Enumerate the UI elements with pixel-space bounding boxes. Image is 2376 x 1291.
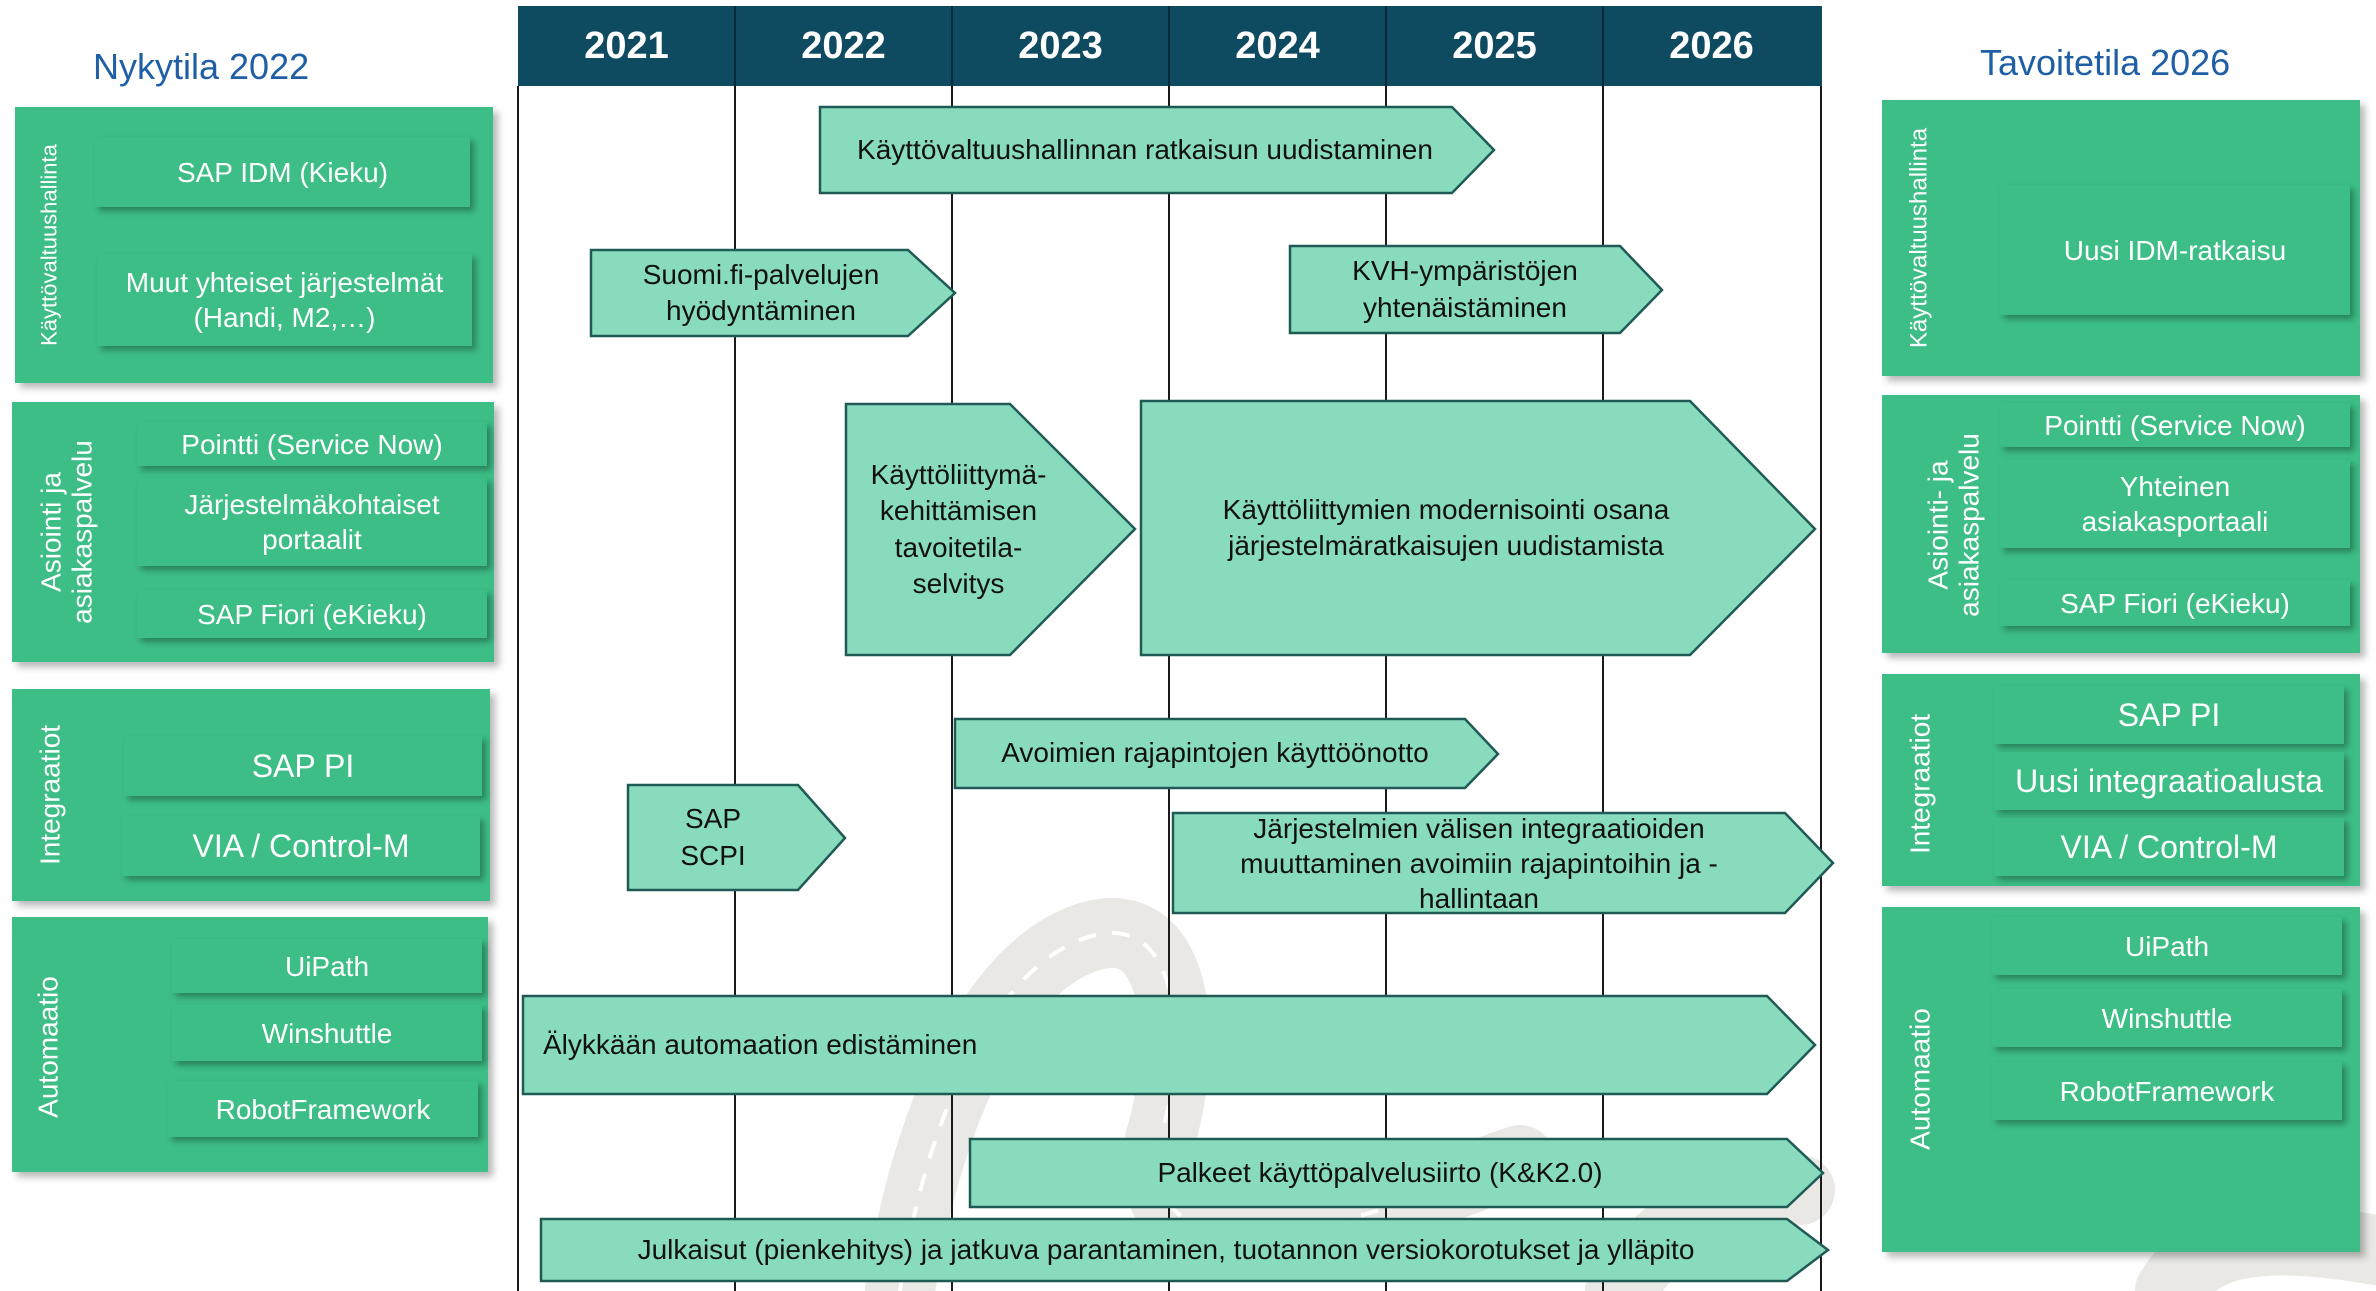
initiative-releases: Julkaisut (pienkehitys) ja jatkuva paran… (637, 1233, 1695, 1265)
arrow-palkeet (968, 1137, 1825, 1209)
timeline-border-left (517, 86, 519, 1291)
header-divider (1602, 6, 1604, 86)
left-via-control-m-box: VIA / Control-M (122, 816, 480, 876)
left-automation-panel: Automaatio UiPath Winshuttle RobotFramew… (12, 917, 488, 1172)
year-2025: 2025 (1452, 24, 1537, 67)
right-customer-portal-box: Yhteinen asiakasportaali (2000, 460, 2350, 548)
header-divider (1385, 6, 1387, 86)
left-service-panel: Asiointi ja asiakaspalvelu Pointti (Serv… (12, 402, 494, 662)
header-divider (1168, 6, 1170, 86)
arrow-suomifi (589, 248, 957, 338)
right-via-control-m-box: VIA / Control-M (1994, 818, 2344, 876)
timeline-border-right (1820, 86, 1822, 1291)
initiative-integration-change: Järjestelmien välisen integraatioiden mu… (1240, 812, 1718, 914)
initiative-access-renewal: Käyttövaltuushallinnan ratkaisun uudista… (857, 133, 1433, 165)
year-gridline (1385, 86, 1387, 1291)
header-divider (951, 6, 953, 86)
year-2024: 2024 (1235, 24, 1320, 67)
right-fiori-box: SAP Fiori (eKieku) (2000, 580, 2350, 626)
year-2022: 2022 (801, 24, 886, 67)
right-new-idm-box: Uusi IDM-ratkaisu (2000, 185, 2350, 315)
year-2023: 2023 (1018, 24, 1103, 67)
arrow-intelligent-automation (521, 994, 1817, 1096)
arrow-ui-modernization (1139, 399, 1817, 657)
left-uipath-box: UiPath (172, 939, 482, 993)
year-2026: 2026 (1669, 24, 1754, 67)
target-state-title: Tavoitetila 2026 (1980, 42, 2231, 83)
left-sap-idm-box: SAP IDM (Kieku) (95, 137, 470, 207)
right-sap-pi-box: SAP PI (1994, 686, 2344, 744)
year-2021: 2021 (584, 24, 669, 67)
left-other-systems-box: Muut yhteiset järjestelmät (Handi, M2,…) (97, 254, 472, 346)
right-winshuttle-box: Winshuttle (1992, 989, 2342, 1047)
right-new-integration-platform-box: Uusi integraatioalusta (1994, 752, 2344, 810)
year-gridline (1602, 86, 1604, 1291)
right-access-panel: Käyttövaltuushallinta Uusi IDM-ratkaisu (1882, 100, 2360, 376)
left-fiori-box: SAP Fiori (eKieku) (137, 590, 487, 638)
left-portals-box: Järjestelmäkohtaiset portaalit (137, 478, 487, 566)
right-service-panel: Asiointi- ja asiakaspalvelu Pointti (Ser… (1882, 395, 2360, 653)
arrow-integration-change (1171, 811, 1835, 915)
year-gridline (951, 86, 953, 1291)
left-winshuttle-box: Winshuttle (172, 1005, 482, 1061)
right-uipath-box: UiPath (1992, 917, 2342, 975)
year-gridline (1168, 86, 1170, 1291)
initiative-intelligent-automation: Älykkään automaation edistäminen (543, 1028, 978, 1060)
left-access-panel: Käyttövaltuushallinta SAP IDM (Kieku) Mu… (15, 107, 493, 383)
arrow-sap-scpi (626, 783, 847, 892)
current-state-title: Nykytila 2022 (93, 46, 310, 87)
initiative-suomifi: Suomi.fi-palvelujen hyödyntäminen (642, 258, 880, 326)
initiative-ui-target-study: Käyttöliittymä- kehittämisen tavoitetila… (870, 458, 1047, 599)
initiative-sap-scpi: SAP SCPI (680, 803, 746, 871)
header-divider (734, 6, 736, 86)
left-integration-panel: Integraatiot SAP PI VIA / Control-M (12, 689, 490, 901)
right-pointti-box: Pointti (Service Now) (2000, 403, 2350, 447)
initiative-kvh: KVH-ympäristöjen yhtenäistäminen (1352, 255, 1578, 323)
initiative-open-apis: Avoimien rajapintojen käyttöönotto (1001, 737, 1429, 769)
arrow-kvh (1288, 244, 1664, 335)
initiative-palkeet: Palkeet käyttöpalvelusiirto (K&K2.0) (1157, 1156, 1603, 1188)
arrow-open-apis (953, 717, 1500, 790)
left-robotframework-box: RobotFramework (168, 1081, 478, 1137)
right-integration-panel: Integraatiot SAP PI Uusi integraatioalus… (1882, 674, 2360, 886)
initiative-ui-modernization: Käyttöliittymien modernisointi osana jär… (1222, 493, 1670, 561)
right-robotframework-box: RobotFramework (1992, 1062, 2342, 1120)
arrow-releases (539, 1217, 1831, 1283)
year-gridline (734, 86, 736, 1291)
arrow-access-renewal (818, 105, 1496, 195)
left-sap-pi-box: SAP PI (124, 736, 482, 796)
left-pointti-box: Pointti (Service Now) (137, 422, 487, 466)
right-automation-panel: Automaatio UiPath Winshuttle RobotFramew… (1882, 907, 2360, 1252)
arrow-ui-target-study (844, 402, 1137, 657)
